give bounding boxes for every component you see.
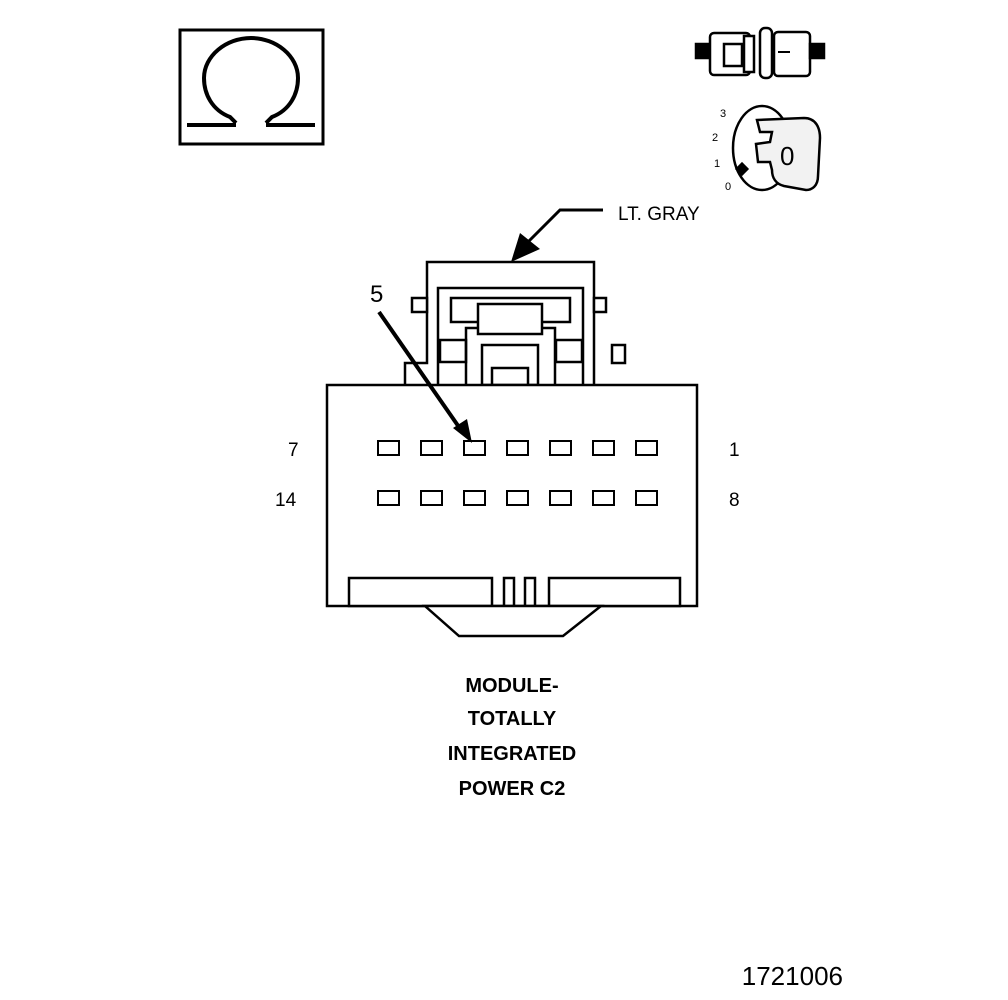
pin-cavity [463,440,486,456]
pin-cavity [463,490,486,506]
pin-cavity [592,440,615,456]
pin-cavity [420,440,443,456]
pin-cavity [420,490,443,506]
component-name-line-4: POWER C2 [459,778,566,800]
component-name-line-2: TOTALLY [468,708,557,730]
callout-number: 5 [370,281,383,308]
ignition-position-2: 2 [712,132,718,144]
pin-cavity [506,490,529,506]
pin-cavity [377,490,400,506]
pin-cavity [549,440,572,456]
pin-label-8: 8 [729,490,740,511]
ignition-position-3: 3 [720,108,726,120]
wire-color-leader [511,208,603,262]
pin-label-1: 1 [729,440,740,461]
wire-color-label: LT. GRAY [618,204,700,225]
pin-cavity [377,440,400,456]
pin-cavity [635,490,658,506]
ignition-position-0: 0 [725,181,731,193]
pin-label-14: 14 [275,490,297,511]
pin-cavity [549,490,572,506]
ignition-key-off-icon: 3 2 1 0 0 [712,104,822,193]
pin-row-top [377,440,658,456]
disconnected-connector-icon [694,26,826,80]
pin-cavity [635,440,658,456]
ignition-position-1: 1 [714,158,720,170]
component-name-line-1: MODULE- [465,675,558,697]
ignition-key-label: 0 [780,141,794,171]
component-name-line-3: INTEGRATED [448,743,577,765]
pin-cavity [592,490,615,506]
callout-arrow [377,310,472,443]
figure-number: 1721006 [742,961,843,991]
pin-cavity [506,440,529,456]
pin-label-7: 7 [288,440,299,461]
pin-row-bottom [377,490,658,506]
ohm-symbol-icon [178,28,325,146]
